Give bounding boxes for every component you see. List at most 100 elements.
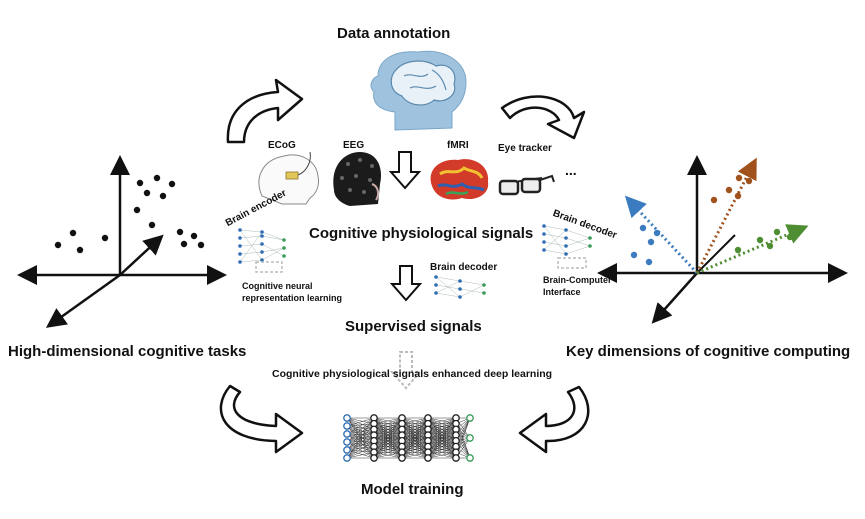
network-edge (373, 446, 403, 459)
network-node (452, 454, 460, 462)
network-edge (427, 417, 457, 436)
network-node (370, 454, 378, 462)
network-edge (346, 425, 375, 442)
down-arrow-signals (388, 151, 422, 190)
network-edge (346, 429, 375, 435)
supervised-signals-label: Supervised signals (345, 318, 482, 335)
right-points-blue (630, 224, 661, 266)
network-edge (346, 417, 375, 435)
brain-head-illustration (370, 50, 467, 131)
network-node (466, 434, 474, 442)
right-task-label: Key dimensions of cognitive computing (566, 343, 851, 360)
network-edge (373, 417, 403, 436)
network-edge (427, 417, 457, 447)
cnrl-line2: representation learning (242, 293, 343, 303)
network-edge (346, 423, 375, 451)
ecog-label: ECoG (268, 140, 296, 151)
bci-line1: Brain-Computer (543, 275, 612, 285)
network-edge (401, 417, 429, 424)
curved-arrow-bottom-left (219, 384, 304, 454)
curved-arrow-top-left (226, 78, 304, 144)
network-edge (346, 423, 375, 443)
network-edge (346, 423, 375, 427)
eye-tracker-glasses-illustration (498, 174, 555, 196)
network-edge (346, 417, 375, 430)
network-edge (346, 452, 375, 459)
network-edge (427, 417, 457, 459)
network-edge (346, 423, 375, 459)
network-node (466, 414, 474, 422)
network-edge (346, 446, 375, 451)
network-edge (346, 417, 375, 436)
cognitive-signals-label: Cognitive physiological signals (309, 225, 534, 242)
down-arrow-supervised (389, 265, 423, 302)
eye-tracker-label: Eye tracker (498, 143, 552, 154)
curved-arrow-top-right (500, 95, 586, 140)
network-edge (346, 449, 375, 453)
network-edge (346, 433, 375, 453)
network-edge (401, 417, 429, 453)
network-edge (346, 434, 375, 443)
right-points-brown (710, 174, 753, 204)
network-edge (346, 417, 375, 442)
cnrl-line1: Cognitive neural (242, 281, 313, 291)
network-node (424, 454, 432, 462)
right-axes (597, 155, 848, 324)
right-vectors (624, 157, 809, 275)
network-node (343, 446, 351, 454)
network-edge (401, 417, 429, 459)
network-edge (427, 417, 457, 453)
network-edge (346, 440, 375, 443)
ecog-illustration (258, 151, 319, 205)
network-edge (346, 440, 375, 451)
network-edge (373, 429, 403, 459)
network-edge (346, 434, 375, 451)
network-node (343, 414, 351, 422)
brain-decoder-center-label: Brain decoder (430, 262, 498, 273)
network-edge (346, 429, 375, 459)
network-node (343, 430, 351, 438)
network-node (466, 454, 474, 462)
network-edge (373, 434, 403, 459)
model-training-label: Model training (361, 481, 464, 498)
network-edge (401, 417, 429, 436)
more-modalities-ellipsis: ... (565, 162, 577, 178)
network-edge (346, 425, 375, 436)
bci-line2: Interface (543, 287, 581, 297)
network-node (343, 438, 351, 446)
network-edge (427, 429, 457, 459)
data-annotation-title: Data annotation (337, 25, 451, 42)
network-edge (346, 425, 375, 453)
network-edge (346, 429, 375, 451)
network-edge (401, 429, 429, 459)
model-training-network (343, 414, 474, 462)
network-edge (427, 440, 457, 459)
enhanced-dl-label: Cognitive physiological signals enhanced… (272, 368, 553, 380)
right-points-green (734, 228, 794, 254)
network-edge (346, 417, 375, 443)
network-edge (346, 433, 375, 442)
network-edge (346, 417, 375, 451)
left-task-label: High-dimensional cognitive tasks (8, 343, 247, 360)
network-edge (373, 417, 403, 442)
network-edge (373, 423, 403, 459)
network-edge (346, 425, 375, 430)
network-edge (427, 446, 457, 459)
network-edge (346, 441, 375, 453)
network-edge (401, 417, 429, 442)
network-edge (346, 433, 375, 436)
fmri-label: fMRI (447, 140, 469, 151)
network-edge (346, 425, 375, 447)
network-edge (401, 452, 429, 459)
network-node (398, 454, 406, 462)
network-edge (346, 429, 375, 443)
network-edge (346, 423, 375, 435)
network-edge (346, 417, 375, 424)
network-edge (401, 417, 429, 447)
left-axes (17, 155, 227, 328)
network-node (343, 422, 351, 430)
network-edge (346, 417, 375, 447)
eeg-cap-illustration (333, 152, 382, 206)
network-edge (373, 440, 403, 459)
